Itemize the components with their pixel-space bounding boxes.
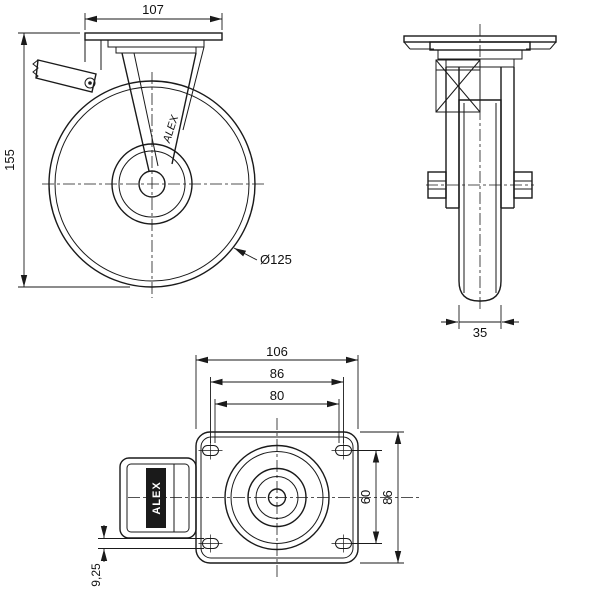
dim-wheel-width-label: 35	[473, 325, 487, 340]
pedal-brand-label: ALEX	[151, 481, 163, 514]
dim-plate-height-label: 86	[380, 490, 395, 504]
front-axle-nuts	[427, 171, 533, 199]
pedal-label-band	[146, 468, 166, 528]
side-centerlines	[42, 72, 266, 298]
dim-inner-spacing-width: 80	[214, 388, 340, 443]
plan-bolt-slots	[198, 441, 356, 553]
dim-slot-width-label: 9,25	[89, 563, 103, 587]
dim-plate-width: 106	[195, 344, 359, 429]
bolt-slot	[198, 534, 223, 553]
lever-pivot-bolt	[88, 81, 92, 85]
front-wheel	[458, 99, 502, 302]
side-wheel	[48, 80, 256, 288]
dim-slot-width: 9,25	[89, 525, 204, 587]
dim-overall-width: 107	[84, 2, 223, 30]
dim-overall-height: 155	[2, 32, 130, 288]
dim-bolt-spacing-width-label: 86	[270, 366, 284, 381]
bolt-slot	[198, 441, 223, 460]
side-swivel-fork	[121, 46, 205, 172]
plan-swivel-bearing	[224, 444, 330, 551]
side-top-plate	[84, 32, 223, 54]
side-brand-logo: ALEX	[161, 113, 182, 145]
side-brake-lever	[32, 40, 102, 93]
dim-bolt-spacing-width: 86	[210, 366, 344, 443]
bolt-slot	[331, 441, 356, 460]
dim-wheel-width: 35	[441, 305, 519, 340]
plan-view: ALEX 106 86 80 60	[89, 344, 420, 587]
dim-overall-width-label: 107	[142, 2, 164, 17]
dim-inner-spacing-width-label: 80	[270, 388, 284, 403]
dim-bolt-spacing-height-label: 60	[358, 490, 373, 504]
front-brake-pedal	[435, 59, 481, 113]
side-view: ALEX 107 155 Ø125	[2, 2, 292, 298]
front-view: 35	[403, 24, 557, 340]
dim-wheel-diameter-label: Ø125	[260, 252, 292, 267]
dim-wheel-diameter: Ø125	[233, 247, 292, 267]
dim-plate-width-label: 106	[266, 344, 288, 359]
dim-plate-height: 86	[360, 431, 404, 564]
bolt-slot	[331, 534, 356, 553]
dim-bolt-spacing-height: 60	[352, 450, 382, 544]
plan-brake-pedal: ALEX	[119, 457, 197, 539]
dim-overall-height-label: 155	[2, 149, 17, 171]
